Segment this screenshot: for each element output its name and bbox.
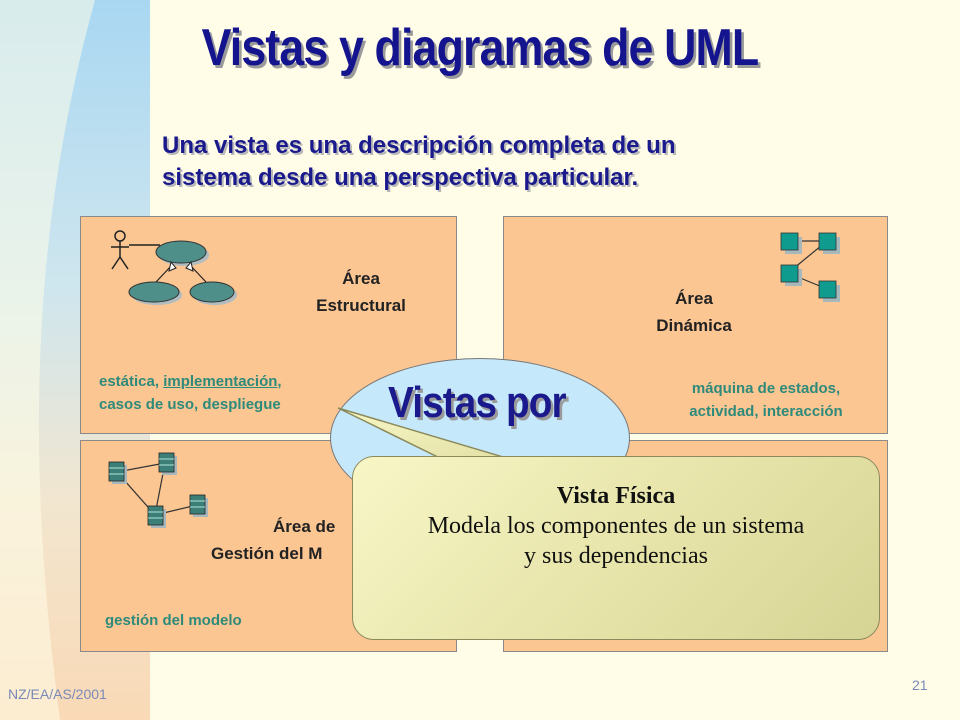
slide-title: Vistas y diagramas de UML: [201, 19, 760, 77]
subtitle-line-1: Una vista es una descripción completa de…: [162, 132, 676, 159]
center-views-label: Vistas por: [388, 378, 567, 427]
dynamic-desc-line-2: actividad, interacción: [689, 403, 843, 420]
model-description: gestión del modelo: [105, 612, 242, 629]
dynamic-area-title: Área Dinámica: [604, 285, 784, 339]
model-title-line-2: Gestión del M: [211, 544, 323, 563]
structural-title-line-1: Área: [342, 269, 380, 288]
structural-title-line-2: Estructural: [316, 296, 406, 315]
dynamic-title-line-1: Área: [675, 289, 713, 308]
dynamic-title-line-2: Dinámica: [656, 316, 732, 335]
structural-desc-prefix: estática,: [99, 373, 164, 390]
structural-description: estática, implementación, casos de uso, …: [99, 370, 282, 416]
implementation-link[interactable]: implementación: [163, 373, 278, 390]
slide-subtitle: Una vista es una descripción completa de…: [162, 130, 842, 194]
structural-area-title: Área Estructural: [271, 265, 451, 319]
footer-author-code: NZ/EA/AS/2001: [8, 686, 107, 702]
model-area-title: Área de Gestión del M: [211, 513, 451, 567]
component-network-icon: [108, 452, 208, 528]
structural-desc-line-2: casos de uso, despliegue: [99, 396, 281, 413]
physical-view-callout: Vista Física Modela los componentes de u…: [352, 456, 880, 640]
use-case-diagram-icon: [111, 230, 237, 305]
page-number: 21: [912, 677, 928, 693]
callout-desc-line-2: y sus dependencias: [524, 543, 708, 569]
model-title-line-1: Área de: [273, 517, 336, 536]
subtitle-line-2: sistema desde una perspectiva particular…: [162, 164, 639, 191]
callout-desc-line-1: Modela los componentes de un sistema: [427, 513, 805, 539]
callout-title: Vista Física: [556, 483, 676, 509]
dynamic-desc-line-1: máquina de estados,: [691, 380, 841, 397]
structural-desc-comma: ,: [277, 373, 282, 390]
dynamic-description: máquina de estados, actividad, interacci…: [646, 377, 886, 423]
left-decorative-curve: [0, 0, 95, 720]
state-network-icon: [780, 232, 840, 302]
